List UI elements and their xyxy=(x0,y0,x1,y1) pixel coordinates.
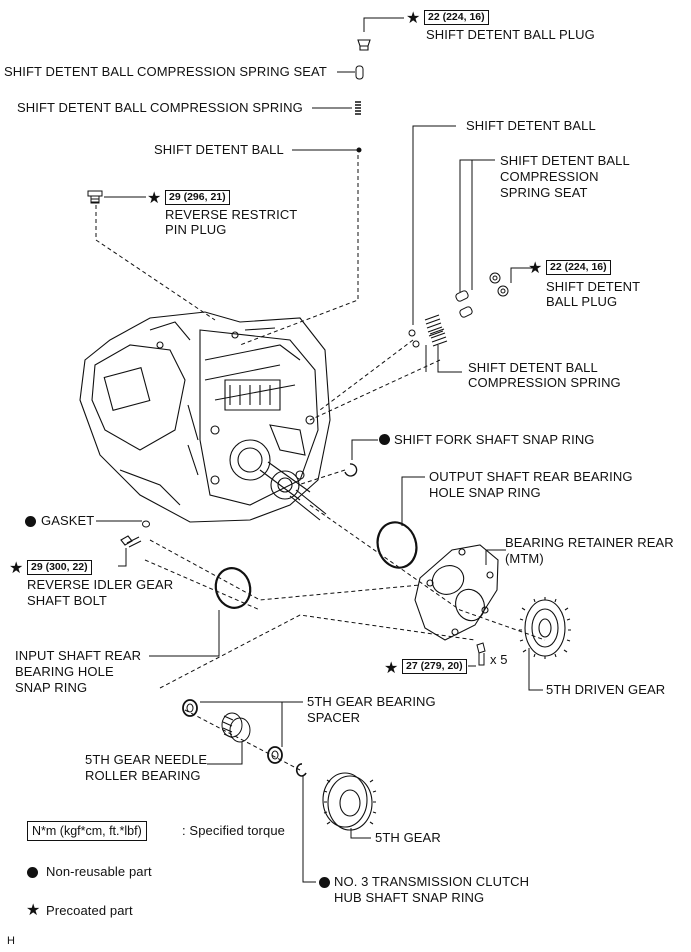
label-output-ring-1: OUTPUT SHAFT REAR BEARING xyxy=(429,469,633,484)
input-snap-ring xyxy=(214,567,252,609)
torque-restrict-plug: 29 (296, 21) xyxy=(165,190,230,205)
label-qty: x 5 xyxy=(490,652,508,667)
precoated-star-icon: ★ xyxy=(528,258,543,277)
label-idler-bolt-2: SHAFT BOLT xyxy=(27,593,107,608)
torque-retainer-bolts: 27 (279, 20) xyxy=(402,659,467,674)
label-hub-ring-2: HUB SHAFT SNAP RING xyxy=(334,890,485,905)
leader-needle xyxy=(207,742,243,765)
spring-seat-right xyxy=(455,290,473,318)
non-reusable-dot-icon xyxy=(319,877,330,888)
torque-idler-bolt: 29 (300, 22) xyxy=(27,560,92,575)
label-seat-right-3: SPRING SEAT xyxy=(500,185,588,200)
idler-bolt xyxy=(120,535,142,548)
label-needle-2: ROLLER BEARING xyxy=(85,768,201,783)
label-spacer-1: 5TH GEAR BEARING xyxy=(307,694,436,709)
label-input-ring-3: SNAP RING xyxy=(15,680,88,695)
non-reusable-dot-icon xyxy=(25,516,36,527)
legend-non-reusable: Non-reusable part xyxy=(46,864,152,879)
leader-ball-right xyxy=(412,125,456,325)
leader-output-ring xyxy=(401,476,425,526)
non-reusable-dot-icon xyxy=(379,434,390,445)
label-spring-right-2: COMPRESSION SPRING xyxy=(468,375,621,390)
transmission-case xyxy=(79,311,331,523)
hub-snap-ring xyxy=(295,763,307,777)
output-snap-ring xyxy=(376,521,418,569)
label-plug-right-2: BALL PLUG xyxy=(546,294,618,309)
precoated-star-icon: ★ xyxy=(406,8,421,27)
ball-plug-top xyxy=(357,39,371,51)
precoated-star-icon: ★ xyxy=(384,658,399,677)
label-input-ring-1: INPUT SHAFT REAR xyxy=(15,648,142,663)
leader-hub-ring xyxy=(302,775,316,883)
needle-roller-bearing xyxy=(221,712,251,743)
ball-left xyxy=(356,147,362,153)
label-ball-right: SHIFT DETENT BALL xyxy=(466,118,596,133)
leader-plug-right xyxy=(510,267,533,283)
label-fork-snap-ring: SHIFT FORK SHAFT SNAP RING xyxy=(394,432,595,447)
spacer-ring xyxy=(182,699,198,717)
leader-idler-bolt xyxy=(118,548,127,567)
legend-precoated-icon: ★ xyxy=(26,900,41,919)
label-retainer-1: BEARING RETAINER REAR xyxy=(505,535,674,550)
spacer-ring-2 xyxy=(267,746,283,764)
precoated-star-icon: ★ xyxy=(9,558,24,577)
restrict-plug xyxy=(87,190,103,204)
label-idler-bolt-1: REVERSE IDLER GEAR xyxy=(27,577,174,592)
label-spring-seat-top: SHIFT DETENT BALL COMPRESSION SPRING SEA… xyxy=(4,64,327,79)
label-gasket: GASKET xyxy=(41,513,95,528)
label-retainer-2: (MTM) xyxy=(505,551,544,566)
leader-driven-gear xyxy=(528,648,543,691)
label-spacer-2: SPACER xyxy=(307,710,361,725)
leader-fifth-gear xyxy=(350,828,371,839)
label-needle-1: 5TH GEAR NEEDLE xyxy=(85,752,208,767)
label-output-ring-2: HOLE SNAP RING xyxy=(429,485,541,500)
bearing-retainer xyxy=(414,544,499,641)
label-plug-top: SHIFT DETENT BALL PLUG xyxy=(426,27,595,42)
label-seat-right-1: SHIFT DETENT BALL xyxy=(500,153,630,168)
label-ball-left: SHIFT DETENT BALL xyxy=(154,142,284,157)
label-input-ring-2: BEARING HOLE xyxy=(15,664,114,679)
leader-plug-top xyxy=(363,17,404,32)
leader-seat-right xyxy=(459,159,495,292)
label-restrict-plug-2: PIN PLUG xyxy=(165,222,227,237)
retainer-bolt xyxy=(476,642,486,666)
label-fifth-gear: 5TH GEAR xyxy=(375,830,441,845)
fork-snap-ring xyxy=(344,463,358,477)
torque-plug-right: 22 (224, 16) xyxy=(546,260,611,275)
label-spring-right-1: SHIFT DETENT BALL xyxy=(468,360,598,375)
spring-seat-top xyxy=(355,65,364,80)
legend-torque-desc: : Specified torque xyxy=(182,823,285,838)
leader-spring-right xyxy=(425,345,462,373)
ball-plug-right xyxy=(489,272,509,297)
fifth-gear xyxy=(322,772,377,831)
legend-precoated: Precoated part xyxy=(46,903,133,918)
precoated-star-icon: ★ xyxy=(147,188,162,207)
torque-plug-top: 22 (224, 16) xyxy=(424,10,489,25)
leader-fork-ring xyxy=(351,439,378,460)
leader-spacer xyxy=(200,701,303,747)
label-seat-right-2: COMPRESSION xyxy=(500,169,599,184)
spring-right xyxy=(424,314,448,347)
label-hub-ring-1: NO. 3 TRANSMISSION CLUTCH xyxy=(334,874,530,889)
label-plug-right-1: SHIFT DETENT xyxy=(546,279,641,294)
label-restrict-plug-1: REVERSE RESTRICT xyxy=(165,207,298,222)
label-driven-gear: 5TH DRIVEN GEAR xyxy=(546,682,666,697)
figure-code: H xyxy=(7,935,15,947)
fifth-driven-gear xyxy=(519,597,571,659)
label-spring-top: SHIFT DETENT BALL COMPRESSION SPRING xyxy=(17,100,303,115)
gasket xyxy=(142,520,150,528)
legend-torque-box: N*m (kgf*cm, ft.*lbf) xyxy=(27,821,147,841)
spring-top xyxy=(355,101,361,115)
leader-input-ring xyxy=(149,610,220,657)
legend-non-reusable-icon xyxy=(27,867,38,878)
